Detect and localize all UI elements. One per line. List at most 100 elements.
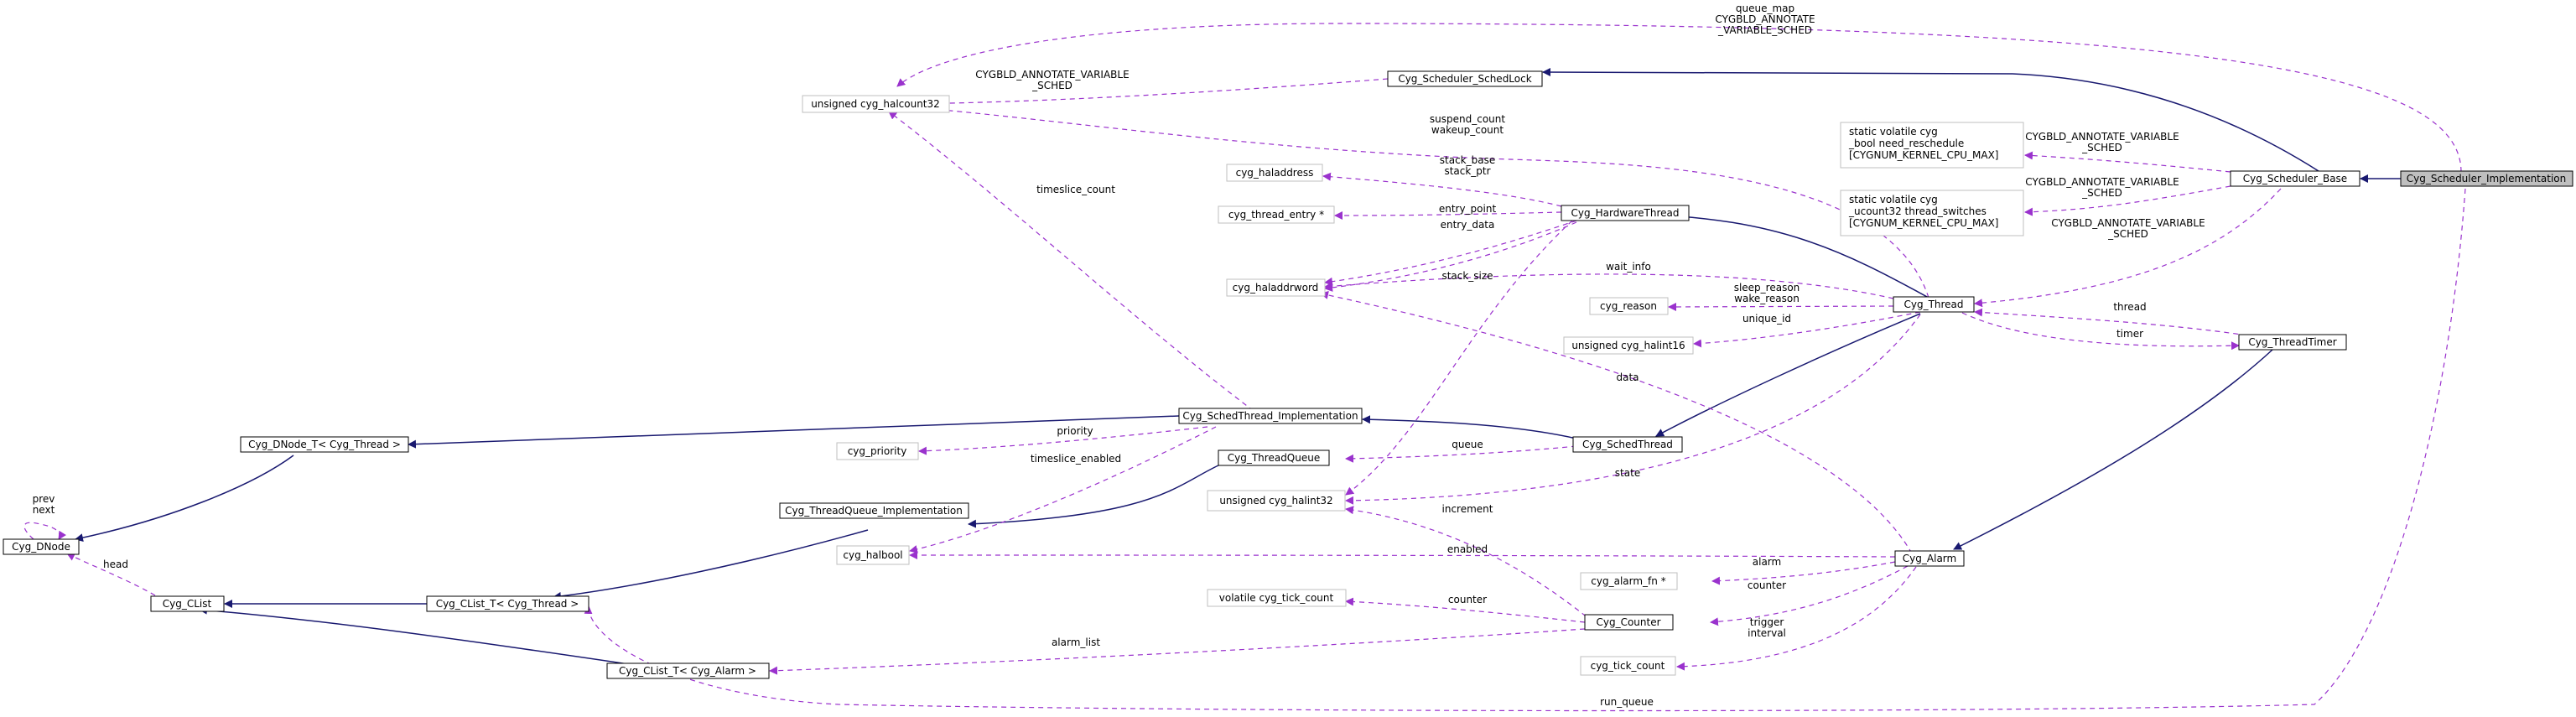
node-threadqueue-implementation[interactable]: Cyg_ThreadQueue_Implementation	[779, 502, 969, 519]
edge-timeslice-count	[888, 111, 1254, 412]
node-thread-switches[interactable]: static volatile cyg _ucount32 thread_swi…	[1840, 190, 2024, 236]
label-queue: queue	[1452, 439, 1483, 450]
node-dnode-t[interactable]: Cyg_DNode_T< Cyg_Thread >	[240, 436, 409, 453]
node-thread-entry[interactable]: cyg_thread_entry *	[1218, 205, 1335, 224]
label-suspend-count: suspend_count	[1430, 113, 1505, 125]
svg-text:_ucount32 thread_switches: _ucount32 thread_switches	[1848, 205, 1987, 217]
label-wait-info: wait_info	[1606, 261, 1651, 273]
edge-alarm-fn	[1711, 561, 1896, 585]
node-reason[interactable]: cyg_reason	[1589, 297, 1669, 315]
svg-text:cyg_halbool: cyg_halbool	[843, 549, 902, 561]
svg-text:Cyg_ThreadTimer: Cyg_ThreadTimer	[2248, 336, 2336, 348]
svg-text:Cyg_CList_T< Cyg_Alarm >: Cyg_CList_T< Cyg_Alarm >	[619, 665, 756, 677]
edge-queueimpl-to-clistthread	[553, 529, 869, 600]
svg-text:Cyg_SchedThread_Implementation: Cyg_SchedThread_Implementation	[1182, 410, 1358, 422]
node-haladdrword[interactable]: cyg_haladdrword	[1226, 278, 1326, 297]
edge-threadqueue-to-queueimpl	[968, 465, 1219, 528]
svg-text:volatile cyg_tick_count: volatile cyg_tick_count	[1219, 592, 1334, 604]
node-hardware-thread[interactable]: Cyg_HardwareThread	[1561, 205, 1690, 221]
label-enabled: enabled	[1447, 543, 1488, 555]
node-clist[interactable]: Cyg_CList	[150, 595, 225, 612]
inheritance-edges	[75, 68, 2401, 668]
svg-text:cyg_reason: cyg_reason	[1600, 300, 1657, 312]
label-current-thread-var-2: _SCHED	[2107, 228, 2148, 240]
node-haladdress[interactable]: cyg_haladdress	[1226, 164, 1323, 182]
node-halbool[interactable]: cyg_halbool	[836, 545, 910, 565]
svg-text:cyg_thread_entry *: cyg_thread_entry *	[1228, 209, 1324, 221]
svg-text:[CYGNUM_KERNEL_CPU_MAX]: [CYGNUM_KERNEL_CPU_MAX]	[1849, 217, 1999, 229]
edge-threadtimer-to-alarm	[1953, 349, 2273, 550]
node-scheduler-implementation[interactable]: Cyg_Scheduler_Implementation	[2400, 170, 2573, 187]
svg-text:Cyg_DNode_T< Cyg_Thread >: Cyg_DNode_T< Cyg_Thread >	[248, 439, 401, 450]
edge-prev-next	[23, 522, 67, 540]
node-alarm[interactable]: Cyg_Alarm	[1894, 550, 1965, 567]
node-thread-queue[interactable]: Cyg_ThreadQueue	[1218, 449, 1330, 466]
node-clist-thread[interactable]: Cyg_CList_T< Cyg_Thread >	[426, 595, 589, 612]
edge-thread-to-hardwarethread	[1643, 210, 1929, 299]
edge-stack-size	[1324, 221, 1577, 292]
label-queue-map-2: CYGBLD_ANNOTATE	[1715, 13, 1815, 25]
node-schedthread-implementation[interactable]: Cyg_SchedThread_Implementation	[1178, 408, 1363, 424]
svg-text:static volatile cyg: static volatile cyg	[1849, 126, 1938, 138]
node-tick-count-volatile[interactable]: volatile cyg_tick_count	[1207, 589, 1347, 607]
node-need-reschedule[interactable]: static volatile cyg _bool need_reschedul…	[1840, 122, 2024, 169]
svg-text:cyg_priority: cyg_priority	[848, 445, 907, 457]
label-unique-id: unique_id	[1742, 313, 1791, 325]
svg-text:Cyg_Scheduler_SchedLock: Cyg_Scheduler_SchedLock	[1398, 73, 1531, 85]
label-schedlock-var: CYGBLD_ANNOTATE_VARIABLE	[975, 69, 1129, 81]
edge-schedthread-to-impl	[1362, 415, 1577, 439]
svg-text:Cyg_Scheduler_Base: Cyg_Scheduler_Base	[2243, 173, 2347, 184]
label-timer: timer	[2116, 328, 2143, 340]
node-scheduler-base[interactable]: Cyg_Scheduler_Base	[2230, 170, 2360, 187]
edge-suspend-wakeup	[901, 102, 1929, 299]
edge-alarm-list	[769, 628, 1586, 675]
node-scheduler-schedlock[interactable]: Cyg_Scheduler_SchedLock	[1387, 70, 1543, 87]
node-counter[interactable]: Cyg_Counter	[1584, 614, 1674, 631]
edge-priority	[918, 426, 1208, 455]
svg-text:unsigned cyg_halint16: unsigned cyg_halint16	[1571, 340, 1685, 351]
edge-queue-map	[896, 23, 2462, 173]
node-thread[interactable]: Cyg_Thread	[1893, 296, 1975, 313]
svg-text:cyg_alarm_fn *: cyg_alarm_fn *	[1591, 575, 1665, 587]
svg-text:Cyg_HardwareThread: Cyg_HardwareThread	[1571, 207, 1680, 219]
node-alarm-fn[interactable]: cyg_alarm_fn *	[1580, 572, 1678, 590]
edge-schedlock-var	[901, 78, 1389, 108]
edge-enabled	[909, 551, 1896, 560]
label-interval: interval	[1748, 627, 1786, 639]
svg-text:Cyg_Alarm: Cyg_Alarm	[1903, 553, 1956, 564]
label-alarm-list: alarm_list	[1052, 636, 1100, 648]
svg-text:Cyg_CList_T< Cyg_Thread >: Cyg_CList_T< Cyg_Thread >	[436, 598, 579, 610]
svg-text:unsigned cyg_halint32: unsigned cyg_halint32	[1219, 495, 1332, 507]
edge-labels: queue_map CYGBLD_ANNOTATE _VARIABLE_SCHE…	[33, 3, 2205, 708]
node-sched-thread[interactable]: Cyg_SchedThread	[1572, 436, 1683, 453]
label-stack-base: stack_base	[1440, 154, 1495, 166]
label-wake-reason: wake_reason	[1734, 293, 1800, 304]
node-dnode[interactable]: Cyg_DNode	[3, 538, 80, 555]
edge-head	[66, 553, 156, 596]
usage-edges	[23, 23, 2466, 712]
node-clist-alarm[interactable]: Cyg_CList_T< Cyg_Alarm >	[606, 662, 770, 679]
label-need-resched-var-2: _SCHED	[2081, 142, 2122, 153]
node-halint16[interactable]: unsigned cyg_halint16	[1563, 336, 1694, 355]
edge-dnodet-to-dnode	[75, 455, 294, 543]
svg-text:Cyg_Scheduler_Implementation: Cyg_Scheduler_Implementation	[2407, 173, 2566, 184]
edge-thread-to-schedthread	[1655, 313, 1921, 437]
node-halcount32[interactable]: unsigned cyg_halcount32	[802, 95, 950, 113]
edge-timer	[1961, 312, 2240, 351]
edge-counter-field	[1345, 597, 1586, 623]
nodes: Cyg_Scheduler_Implementation Cyg_Schedul…	[3, 70, 2573, 679]
edge-stack-base-ptr	[1322, 172, 1562, 207]
edge-trigger-interval	[1676, 566, 1917, 671]
edge-counter-ref	[1710, 565, 1909, 626]
svg-text:Cyg_ThreadQueue: Cyg_ThreadQueue	[1228, 452, 1320, 464]
label-schedlock-var-2: _SCHED	[1031, 80, 1072, 91]
edge-reasons	[1668, 302, 1894, 311]
edge-timeslice-enabled	[909, 426, 1217, 553]
node-tick-count[interactable]: cyg_tick_count	[1580, 656, 1676, 676]
node-halint32[interactable]: unsigned cyg_halint32	[1207, 490, 1346, 512]
node-thread-timer[interactable]: Cyg_ThreadTimer	[2238, 334, 2347, 351]
label-alarm: alarm	[1753, 556, 1781, 568]
node-priority[interactable]: cyg_priority	[836, 442, 919, 460]
svg-text:cyg_haladdrword: cyg_haladdrword	[1233, 282, 1319, 294]
